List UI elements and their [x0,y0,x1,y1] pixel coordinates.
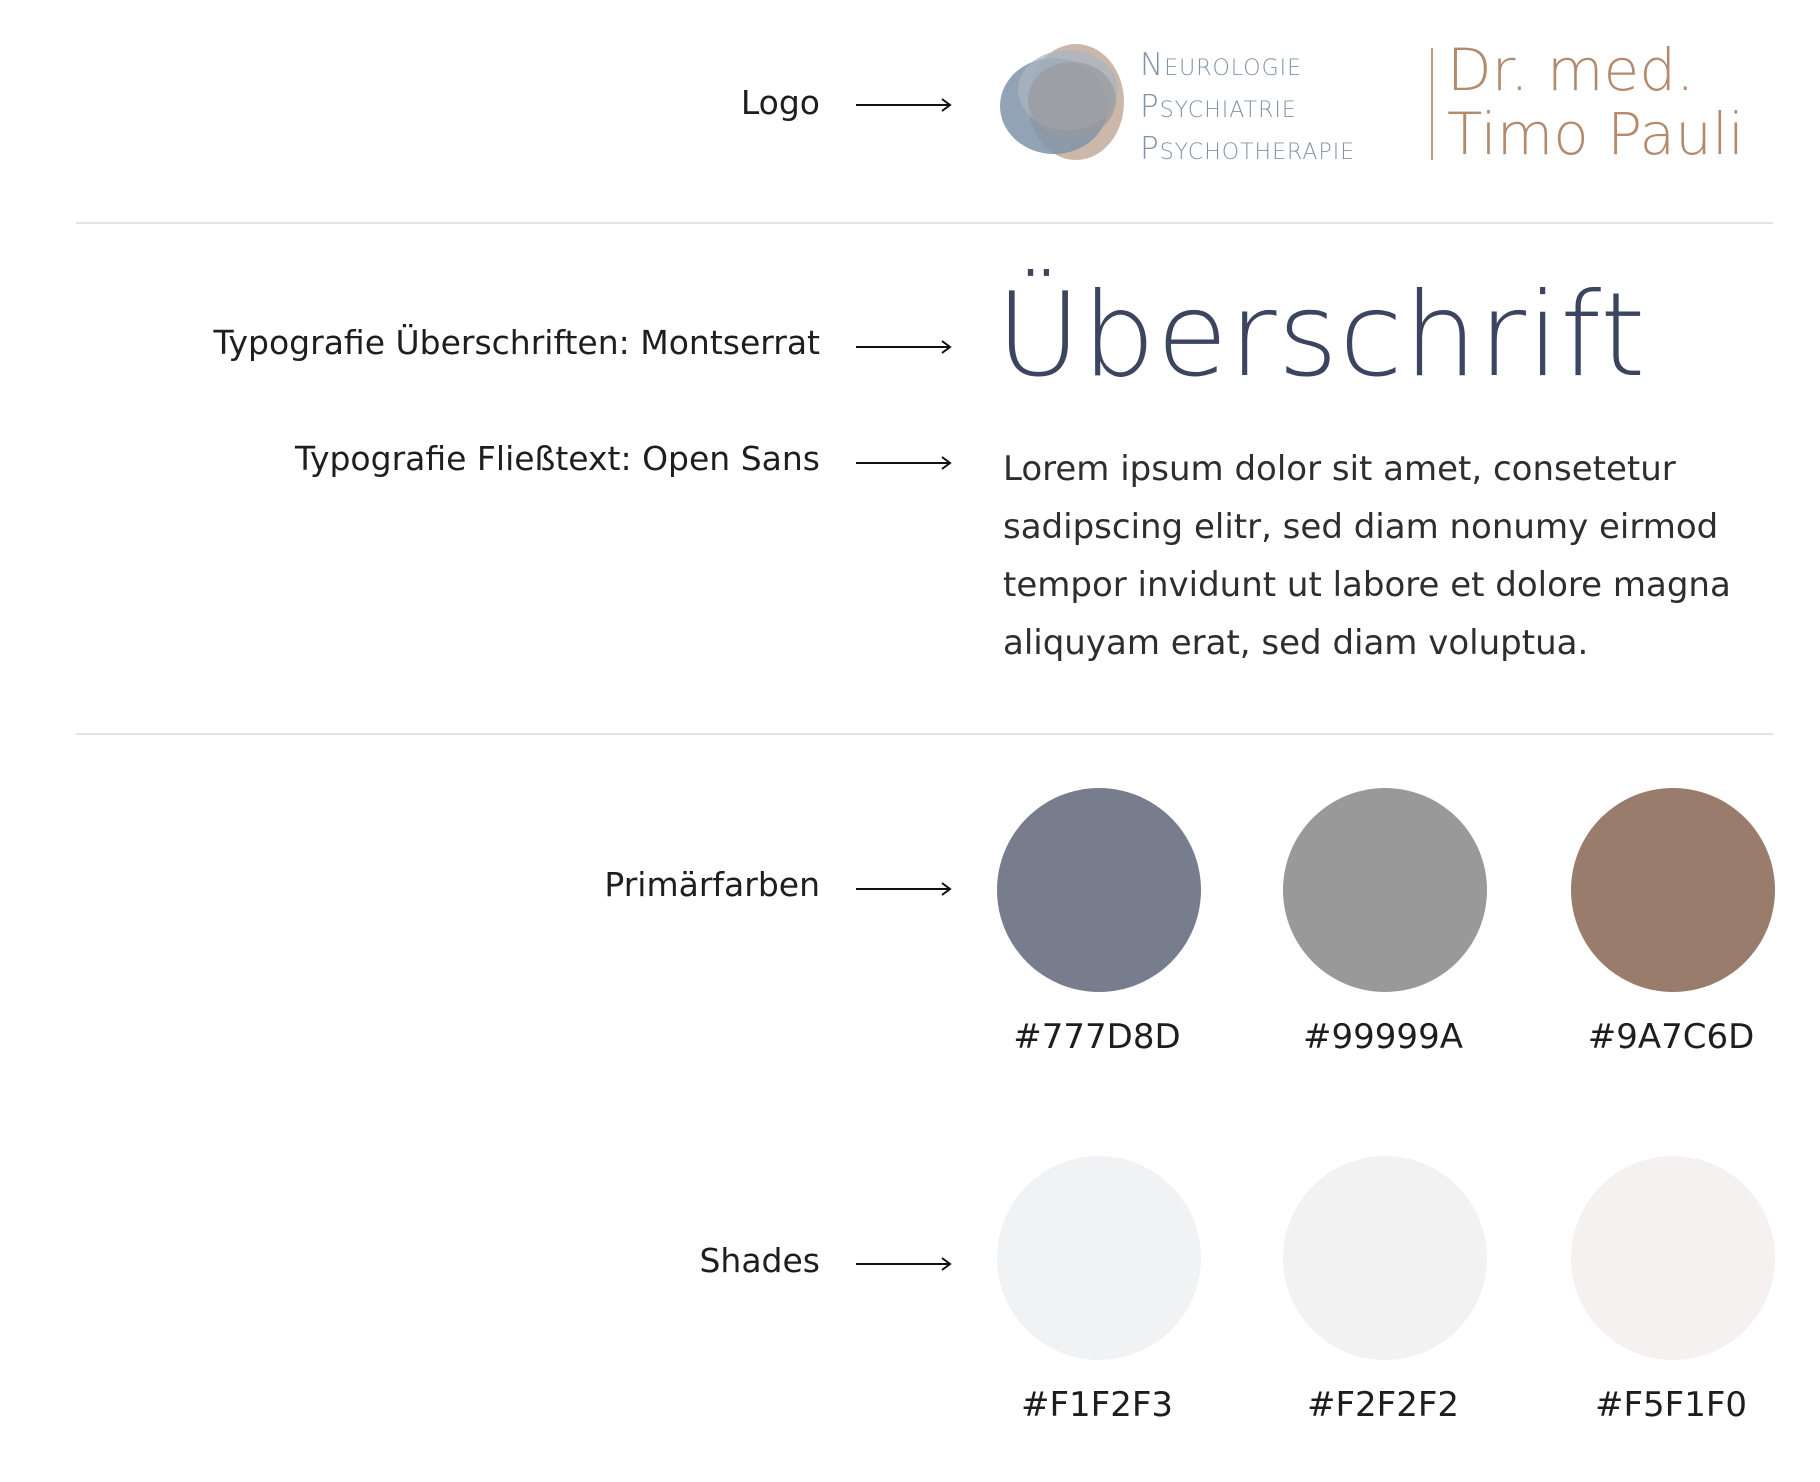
color-swatch [1283,788,1487,992]
color-hex-label: #9A7C6D [1587,1017,1755,1057]
arrow-right-icon [856,1257,952,1271]
logo-name-line1: Dr. med. [1447,36,1695,104]
logo-divider [1431,48,1433,160]
arrow-right-icon [856,340,952,354]
shade-hex-label: #F5F1F0 [1594,1385,1748,1425]
color-hex-label: #777D8D [1013,1017,1181,1057]
logo-name: Dr. med. Timo Pauli [1447,38,1744,166]
shades-label: Shades [699,1241,820,1280]
color-swatch [997,788,1201,992]
headings-font-label: Typografie Überschriften: Montserrat [213,323,821,362]
shade-swatch [997,1156,1201,1360]
shade-hex-label: #F1F2F3 [1020,1385,1174,1425]
heading-sample: Überschrift [996,268,1647,403]
logo-specialties: Neurologie Psychiatrie Psychotherapie [1140,44,1355,170]
color-swatch [1571,788,1775,992]
color-hex-label: #99999A [1303,1017,1463,1057]
shade-swatch [1283,1156,1487,1360]
logo-specialty-3: Psychotherapie [1140,131,1356,167]
arrow-right-icon [856,882,952,896]
shade-hex-label: #F2F2F2 [1306,1385,1460,1425]
arrow-right-icon [856,456,952,470]
brain-logo-icon [1000,44,1124,160]
divider [76,733,1773,735]
divider [76,222,1773,224]
shade-swatch [1571,1156,1775,1360]
body-text-sample: Lorem ipsum dolor sit amet, consetetur s… [1003,449,1731,663]
logo-specialty-1: Neurologie [1140,47,1303,83]
body-font-label: Typografie Fließtext: Open Sans [294,439,820,478]
logo-name-line2: Timo Pauli [1447,100,1745,168]
arrow-right-icon [856,98,952,112]
logo-label: Logo [740,83,820,122]
logo-specialty-2: Psychiatrie [1140,89,1297,125]
primary-colors-label: Primärfarben [604,865,820,904]
